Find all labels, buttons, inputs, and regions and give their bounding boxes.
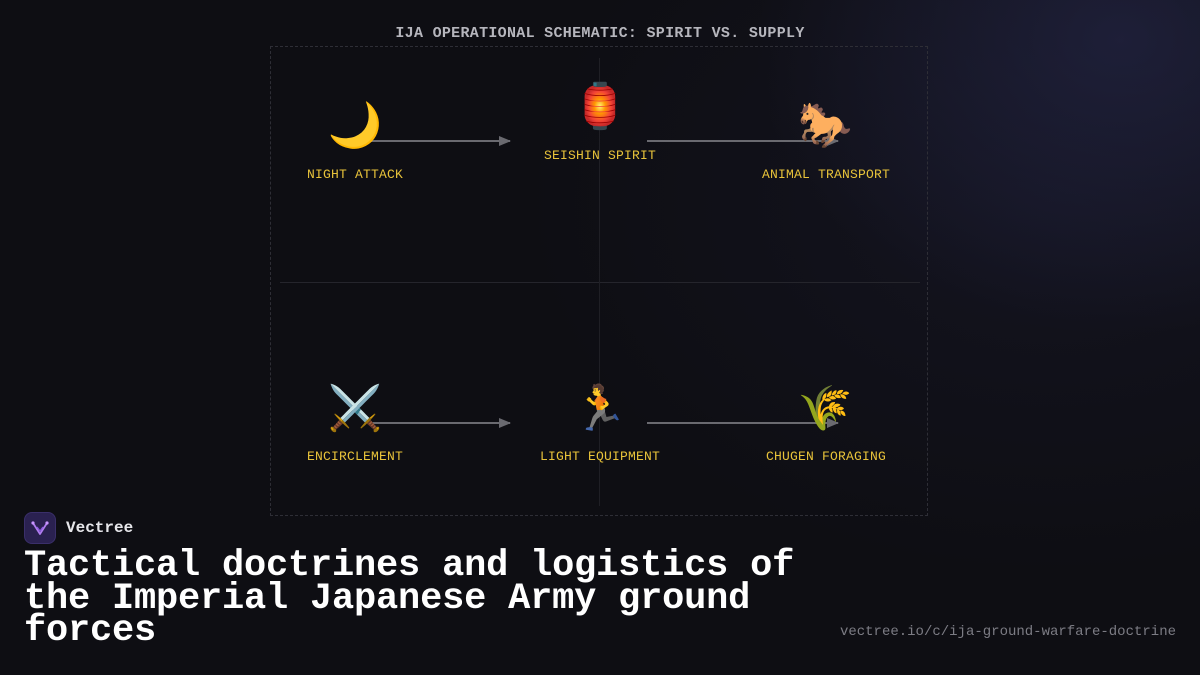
source-url[interactable]: vectree.io/c/ija-ground-warfare-doctrine — [839, 624, 1176, 640]
vectree-logo-icon — [24, 512, 56, 544]
node-label-night-attack: NIGHT ATTACK — [306, 167, 403, 182]
horse-icon: 🐎 — [797, 100, 853, 151]
page-headline: Tactical doctrines and logistics of the … — [24, 545, 795, 652]
lantern-icon: 🏮 — [572, 81, 628, 132]
diagram-frame — [270, 46, 928, 516]
node-label-chugen-foraging: CHUGEN FORAGING — [765, 449, 887, 464]
rice-sheaf-icon: 🌾 — [797, 383, 853, 434]
brand-name: Vectree — [66, 519, 134, 537]
node-label-animal-transport: ANIMAL TRANSPORT — [761, 167, 891, 182]
horizontal-divider — [280, 282, 920, 283]
node-label-seishin-spirit: SEISHIN SPIRIT — [543, 148, 657, 163]
node-label-light-equipment: LIGHT EQUIPMENT — [539, 449, 661, 464]
diagram-title: IJA OPERATIONAL SCHEMATIC: SPIRIT VS. SU… — [395, 25, 805, 42]
brand[interactable]: Vectree — [24, 512, 133, 544]
vertical-divider — [599, 58, 600, 506]
crossed-swords-icon: ⚔️ — [327, 383, 383, 434]
node-label-encirclement: ENCIRCLEMENT — [306, 449, 403, 464]
crescent-moon-icon: 🌙 — [327, 100, 383, 151]
running-person-icon: 🏃 — [572, 383, 628, 434]
